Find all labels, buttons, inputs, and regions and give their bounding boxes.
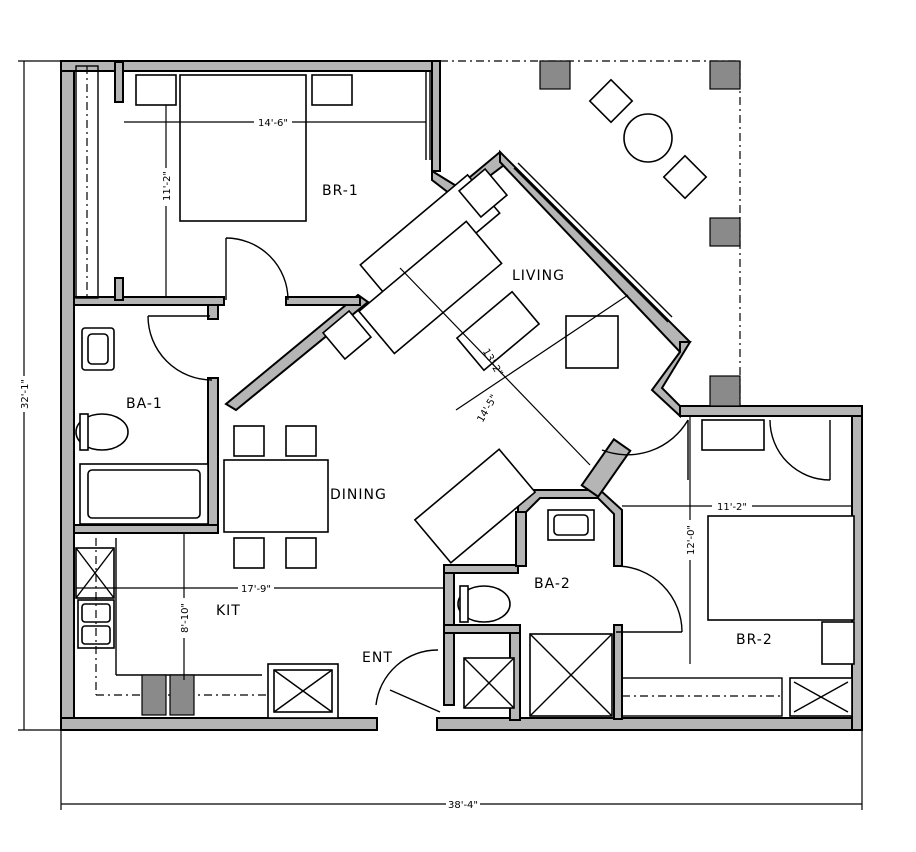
patio-post bbox=[709, 217, 741, 247]
wall-living-jog bbox=[650, 341, 692, 419]
dining-chair bbox=[233, 537, 265, 569]
patio-post bbox=[709, 375, 741, 407]
br2-furniture bbox=[621, 419, 855, 717]
range bbox=[169, 674, 195, 716]
room-label-ent: ENT bbox=[362, 650, 393, 666]
patio bbox=[440, 60, 741, 407]
dining-furniture bbox=[223, 425, 329, 569]
wall-left bbox=[60, 60, 75, 731]
dresser bbox=[701, 419, 765, 451]
patio-chair bbox=[662, 154, 708, 200]
wall-br2-left bbox=[613, 624, 623, 720]
room-label-br1: BR-1 bbox=[322, 183, 359, 199]
wall-ba2-left-top bbox=[515, 511, 527, 567]
room-label-br2: BR-2 bbox=[736, 632, 773, 648]
coffee-table bbox=[357, 220, 503, 355]
bed-br1 bbox=[179, 74, 307, 222]
room-label-dining: DINING bbox=[330, 487, 387, 503]
windows bbox=[425, 72, 834, 407]
kitchen-fixtures bbox=[75, 538, 340, 719]
dining-chair bbox=[233, 425, 265, 457]
dim-br2-depth: 12'-0" bbox=[686, 525, 697, 555]
wall-br1-bottom bbox=[73, 296, 225, 306]
closet-br2 bbox=[621, 677, 783, 717]
room-label-ba1: BA-1 bbox=[126, 396, 163, 412]
patio-post bbox=[539, 60, 571, 90]
wall-ba1-top-stub bbox=[207, 304, 219, 320]
range bbox=[141, 674, 167, 716]
wall-top-br2 bbox=[679, 405, 863, 417]
door-closet-br2 bbox=[769, 419, 831, 481]
wall-bottom-right bbox=[436, 717, 863, 731]
wall-bottom-left bbox=[60, 717, 378, 731]
ba1-fixtures bbox=[75, 327, 209, 525]
wall-br1-right bbox=[431, 60, 441, 172]
living-furniture bbox=[321, 167, 619, 564]
patio-table bbox=[623, 113, 673, 163]
door-ba2-swing bbox=[615, 565, 683, 633]
wall-living-diag-left bbox=[224, 293, 370, 412]
dim-br1-width: 14'-6" bbox=[258, 118, 288, 129]
toilet-ba2 bbox=[457, 585, 511, 623]
doors bbox=[147, 237, 831, 713]
room-labels: BR-1 LIVING BA-1 DINING BA-2 KIT BR-2 EN… bbox=[126, 183, 773, 666]
dim-br2-width: 11'-2" bbox=[717, 502, 747, 513]
ottoman bbox=[455, 290, 541, 372]
wall-closet-bottom bbox=[114, 277, 124, 301]
wall-br1-bottom-r bbox=[285, 296, 361, 306]
bed-br2 bbox=[707, 515, 855, 621]
wall-ba2-top-left bbox=[443, 564, 519, 574]
dim-br1-depth: 11'-2" bbox=[162, 171, 173, 201]
patio-chair bbox=[588, 78, 634, 124]
wall-ba1-bottom bbox=[73, 524, 219, 534]
nightstand bbox=[135, 74, 177, 106]
dining-table bbox=[223, 459, 329, 533]
nightstand bbox=[821, 621, 855, 665]
wall-ba2-left bbox=[443, 564, 455, 706]
dining-chair bbox=[285, 537, 317, 569]
dim-overall-height: 32'-1" bbox=[20, 379, 31, 409]
room-label-living: LIVING bbox=[512, 268, 565, 284]
nightstand bbox=[311, 74, 353, 106]
interior-walls bbox=[73, 61, 632, 721]
window-living bbox=[513, 167, 669, 323]
wall-ba1-right bbox=[207, 377, 219, 529]
wall-closet-top bbox=[114, 61, 124, 103]
dim-overall-width: 38'-4" bbox=[448, 800, 478, 811]
patio-post bbox=[709, 60, 741, 90]
dim-kitchen-depth: 8'-10" bbox=[180, 603, 191, 633]
media-console bbox=[413, 448, 537, 564]
door-entry-swing bbox=[375, 649, 439, 706]
ba2-fixtures bbox=[457, 509, 613, 717]
door-ba1-swing bbox=[147, 315, 213, 381]
door-br2-swing bbox=[601, 419, 689, 456]
room-label-ba2: BA-2 bbox=[534, 576, 571, 592]
wall-ba2-diag bbox=[580, 437, 632, 499]
toilet-ba1 bbox=[75, 413, 129, 451]
dining-chair bbox=[285, 425, 317, 457]
door-br1-swing bbox=[225, 237, 289, 301]
end-table bbox=[321, 309, 373, 361]
end-table bbox=[457, 167, 509, 219]
armchair bbox=[565, 315, 619, 369]
room-label-kit: KIT bbox=[216, 603, 241, 619]
wall-ba2-mid bbox=[443, 624, 521, 634]
dim-kitchen-width: 17'-9" bbox=[241, 584, 271, 595]
dim-living-b: 14'-5" bbox=[476, 393, 501, 425]
br1-furniture bbox=[75, 65, 353, 299]
